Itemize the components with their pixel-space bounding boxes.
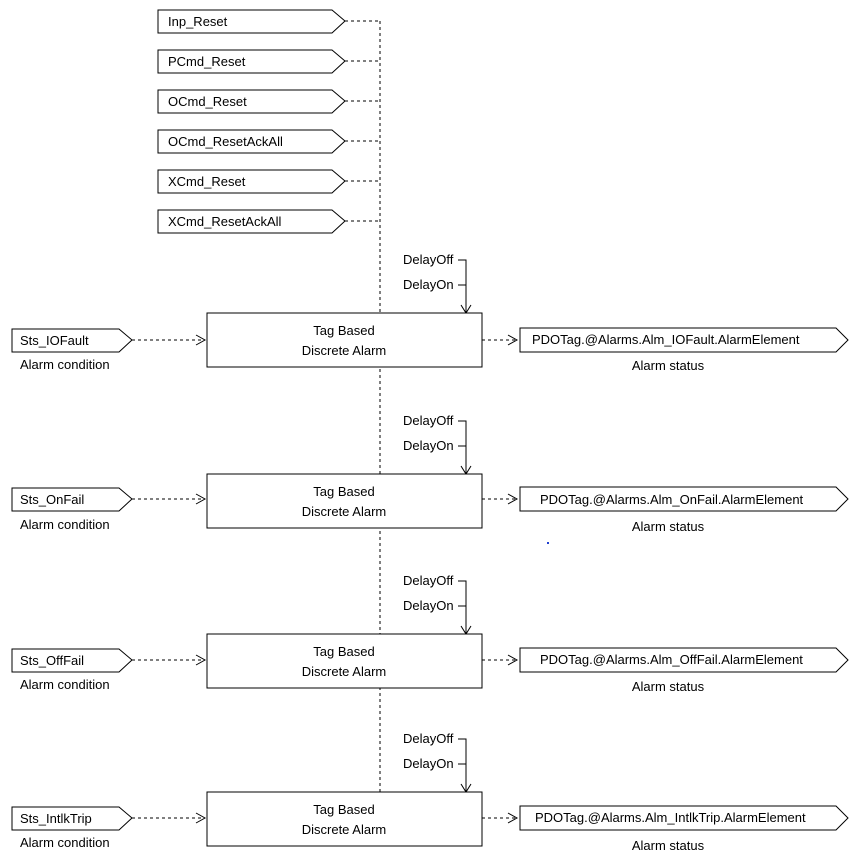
- discrete-alarm-block: [206, 312, 483, 368]
- discrete-alarm-block: [206, 791, 483, 847]
- reset-input-label: OCmd_ResetAckAll: [168, 134, 283, 149]
- block-title-line1: Tag Based: [313, 802, 374, 817]
- alarm-output-label: PDOTag.@Alarms.Alm_OnFail.AlarmElement: [540, 492, 804, 507]
- reset-input-tag: XCmd_ResetAckAll: [157, 209, 380, 234]
- alarm-output-tag: [519, 647, 849, 673]
- block-title-line2: Discrete Alarm: [302, 504, 387, 519]
- alarm-output-tag: [519, 805, 849, 831]
- alarm-output-caption: Alarm status: [632, 519, 705, 534]
- alarm-output-caption: Alarm status: [632, 838, 705, 853]
- stray-dot: [547, 542, 549, 544]
- delay-off-label: DelayOff: [403, 252, 454, 267]
- alarm-output-label: PDOTag.@Alarms.Alm_IOFault.AlarmElement: [532, 332, 800, 347]
- alarm-group-offfail: DelayOff DelayOn Sts_OffFail Alarm condi…: [11, 573, 849, 694]
- block-title-line1: Tag Based: [313, 323, 374, 338]
- alarm-output-caption: Alarm status: [632, 358, 705, 373]
- delay-on-label: DelayOn: [403, 438, 454, 453]
- alarm-input-caption: Alarm condition: [20, 835, 110, 850]
- discrete-alarm-block: [206, 473, 483, 529]
- delay-off-label: DelayOff: [403, 731, 454, 746]
- alarm-input-caption: Alarm condition: [20, 517, 110, 532]
- reset-input-label: XCmd_Reset: [168, 174, 246, 189]
- alarm-group-onfail: DelayOff DelayOn Sts_OnFail Alarm condit…: [11, 413, 849, 534]
- reset-input-tag: Inp_Reset: [157, 9, 380, 34]
- alarm-input-label: Sts_OffFail: [20, 653, 84, 668]
- block-title-line2: Discrete Alarm: [302, 822, 387, 837]
- reset-input-label: XCmd_ResetAckAll: [168, 214, 282, 229]
- alarm-output-label: PDOTag.@Alarms.Alm_OffFail.AlarmElement: [540, 652, 803, 667]
- delay-off-label: DelayOff: [403, 573, 454, 588]
- reset-input-label: PCmd_Reset: [168, 54, 246, 69]
- alarm-input-label: Sts_IntlkTrip: [20, 811, 92, 826]
- delay-off-label: DelayOff: [403, 413, 454, 428]
- reset-input-label: Inp_Reset: [168, 14, 228, 29]
- block-title-line1: Tag Based: [313, 484, 374, 499]
- reset-input-tag: OCmd_Reset: [157, 89, 380, 114]
- alarm-input-tag: [11, 328, 133, 353]
- alarm-input-tag: [11, 487, 133, 512]
- alarm-group-intlktrip: DelayOff DelayOn Sts_IntlkTrip Alarm con…: [11, 731, 849, 853]
- delay-on-label: DelayOn: [403, 598, 454, 613]
- reset-input-tag: XCmd_Reset: [157, 169, 380, 194]
- alarm-output-tag: [519, 327, 849, 353]
- alarm-output-tag: [519, 486, 849, 512]
- alarm-input-caption: Alarm condition: [20, 677, 110, 692]
- alarm-input-tag: [11, 648, 133, 673]
- alarm-input-caption: Alarm condition: [20, 357, 110, 372]
- reset-input-label: OCmd_Reset: [168, 94, 247, 109]
- delay-on-label: DelayOn: [403, 277, 454, 292]
- block-title-line1: Tag Based: [313, 644, 374, 659]
- delay-on-label: DelayOn: [403, 756, 454, 771]
- reset-input-tag: PCmd_Reset: [157, 49, 380, 74]
- alarm-input-label: Sts_OnFail: [20, 492, 84, 507]
- discrete-alarm-block: [206, 633, 483, 689]
- alarm-output-caption: Alarm status: [632, 679, 705, 694]
- alarm-input-tag: [11, 806, 133, 831]
- block-title-line2: Discrete Alarm: [302, 343, 387, 358]
- block-title-line2: Discrete Alarm: [302, 664, 387, 679]
- alarm-output-label: PDOTag.@Alarms.Alm_IntlkTrip.AlarmElemen…: [535, 810, 806, 825]
- alarm-input-label: Sts_IOFault: [20, 333, 89, 348]
- reset-input-tag: OCmd_ResetAckAll: [157, 129, 380, 154]
- alarm-group-iofault: DelayOff DelayOn Sts_IOFault Alarm condi…: [11, 252, 849, 373]
